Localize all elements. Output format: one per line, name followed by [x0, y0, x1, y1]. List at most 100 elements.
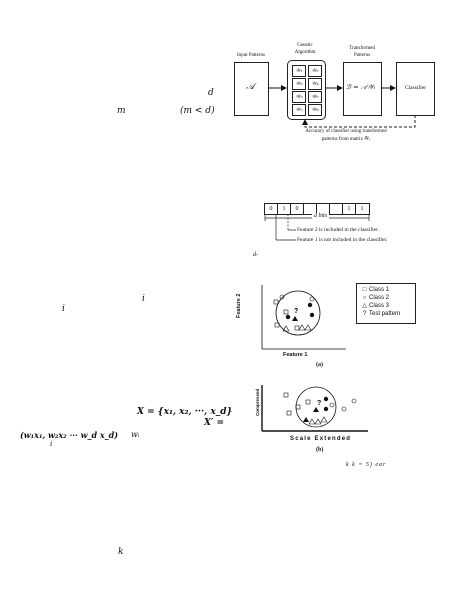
span-label: d bits [312, 213, 330, 219]
text-fragment-i: i [142, 294, 145, 304]
feedback-dashed-arrow [302, 115, 416, 128]
text-fragment-i: i [50, 440, 53, 448]
equation-weighted-vector: (w₁x₁, w₂x₂ ··· w_d x_d) [20, 430, 119, 440]
chromosome-cell: 𝒲₅ [292, 91, 306, 103]
bit-cell [317, 204, 330, 214]
classifier-label: Classifier [404, 85, 427, 91]
scatter-legend: □Class 1○Class 2△Class 3?Test pattern [356, 283, 416, 324]
class3-point [298, 324, 306, 331]
legend-label: Class 3 [369, 303, 390, 309]
legend-marker: ○ [362, 295, 367, 301]
chromosome-cell: 𝒲₈ [308, 104, 322, 116]
feedback-caption-line1: Accuracy of classifier using transformed [305, 129, 387, 134]
equation-x-set: X = {x₁, x₂, ···, x_d} [137, 407, 233, 417]
class1-point [283, 309, 289, 315]
scatter-b-xlabel: Scale Extended [290, 436, 352, 442]
transformed-patterns-box: ℬ = 𝒜𝒲ᵢ [343, 62, 382, 116]
class1-point [286, 410, 292, 416]
equation-x-prime: X′ = [204, 418, 225, 428]
scatter-b-ylabel-text: Compressed [255, 388, 260, 416]
legend-marker: △ [362, 303, 367, 309]
class3-point [303, 417, 309, 422]
class2-point [341, 406, 347, 412]
class3-point [313, 407, 319, 412]
neighborhood-circle [275, 290, 321, 336]
bit-cell: 0 [291, 204, 304, 214]
text-fragment-right: k k = 5) ear [346, 462, 387, 468]
legend-label: Test pattern [369, 311, 401, 317]
ga-title-line1: Genetic [297, 43, 313, 48]
class2-point [309, 312, 315, 318]
scatter-b-plot: ? [261, 385, 368, 432]
legend-marker: □ [362, 287, 367, 293]
class3-point [292, 316, 298, 321]
legend-marker: ? [362, 311, 367, 317]
transformed-formula: ℬ = 𝒜𝒲ᵢ [346, 83, 375, 91]
bit-cell: 1 [360, 206, 364, 212]
note-feature2: Feature 2 is included in the classifier. [297, 227, 380, 233]
class2-point [323, 396, 329, 402]
text-fragment-w-i: wᵢ [131, 430, 140, 439]
class2-point [323, 406, 329, 412]
text-fragment-m: m [117, 106, 126, 116]
scatter-b-ylabel: Compressed [255, 389, 260, 416]
class2-point [285, 314, 291, 320]
class3-point [314, 418, 322, 425]
test-pattern-mark: ? [317, 400, 321, 407]
panel-label-b: (b) [316, 447, 324, 453]
transformed-title-line2: Patterns [353, 53, 371, 58]
chromosome-cell: 𝒲₄ [308, 78, 322, 90]
chromosome-cell: 𝒲₁ [292, 65, 306, 77]
ga-title-line2: Algorithm [294, 50, 316, 55]
test-pattern-mark: ? [294, 308, 298, 315]
input-patterns-title: Input Patterns [237, 53, 265, 58]
ga-arrows-layer [268, 85, 416, 128]
panel-label-a: (a) [316, 362, 323, 368]
class1-point [283, 392, 289, 398]
class1-point [305, 399, 311, 405]
scatter-a-ylabel: Feature 2 [236, 294, 242, 318]
legend-entry: □Class 1 [360, 286, 412, 294]
input-patterns-box: 𝒜 [234, 62, 269, 116]
class3-point [308, 418, 316, 425]
legend-entry: ?Test pattern [360, 310, 412, 318]
class2-point [307, 302, 313, 308]
text-fragment-i: i [62, 304, 65, 314]
class2-point [279, 294, 285, 300]
transformed-title-line1: Transformed [349, 46, 375, 51]
scatter-a-xlabel: Feature 1 [283, 352, 308, 358]
legend-label: Class 2 [369, 295, 390, 301]
text-fragment-m-lt-d: (m < d) [180, 106, 215, 116]
chromosome-cell: 𝒲₃ [292, 78, 306, 90]
bit-cell: 0 [265, 204, 278, 214]
scatter-a-ylabel-text: Feature 2 [236, 293, 242, 318]
class1-point [294, 325, 300, 331]
class1-point [295, 404, 301, 410]
class2-point [329, 402, 335, 408]
feedback-caption-line2: patterns from matrix 𝒲ᵢ [321, 137, 371, 142]
class3-point [320, 416, 328, 423]
legend-entry: △Class 3 [360, 302, 412, 310]
bit-cell [304, 204, 317, 214]
chromosome-cell: 𝒲₇ [292, 104, 306, 116]
caption-fragment: d- [253, 252, 258, 258]
class2-point [351, 398, 357, 404]
bit-cell: 1 [343, 204, 356, 214]
class1-point [273, 299, 279, 305]
input-symbol: 𝒜 [246, 82, 255, 92]
chromosome-cell: 𝒲₆ [308, 91, 322, 103]
class2-point [309, 296, 315, 302]
legend-label: Class 1 [369, 287, 390, 293]
class1-point [274, 322, 280, 328]
scatter-a-plot: ? [261, 285, 346, 350]
legend-entry: ○Class 2 [360, 294, 412, 302]
class3-point [282, 325, 290, 332]
class3-point [304, 324, 312, 331]
bit-cell [330, 204, 343, 214]
note-feature1: Feature 1 is not included in the classif… [297, 237, 388, 243]
text-fragment-k: k [118, 547, 124, 557]
bit-cell: 1 [278, 204, 291, 214]
text-fragment-d: d [208, 88, 214, 98]
chromosome-cell: 𝒲₂ [308, 65, 322, 77]
